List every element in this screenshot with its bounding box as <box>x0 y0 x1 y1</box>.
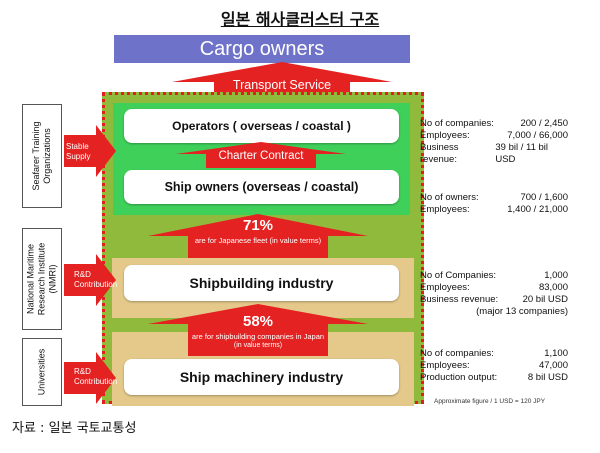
transport-service-arrow <box>172 62 392 98</box>
shipbuilding-share-arrow <box>148 304 368 356</box>
nmri-rd-label: R&D Contribution <box>74 270 118 289</box>
nmri-box: National Maritime Research Institute (NM… <box>22 228 62 330</box>
transport-service-label: Transport Service <box>232 78 332 92</box>
operators-stats: No of companies:200 / 2,450 Employees:7,… <box>420 118 568 165</box>
pct71-value: 71% <box>242 217 274 234</box>
owners-stats: No of owners:700 / 1,600 Employees:1,400… <box>420 192 568 215</box>
cargo-owners-box: Cargo owners <box>114 35 410 63</box>
shipbuilding-industry-box: Shipbuilding industry <box>124 265 399 301</box>
nmri-rd-arrow <box>64 254 116 306</box>
operators-box: Operators ( overseas / coastal ) <box>124 109 399 143</box>
stable-supply-arrow <box>64 125 116 177</box>
shipbuilding-note: (major 13 companies) <box>476 306 568 317</box>
page-title: 일본 해사클러스터 구조 <box>220 10 380 29</box>
japanese-fleet-arrow <box>148 214 368 258</box>
machinery-stats: No of companies:1,100 Employees:47,000 P… <box>420 348 568 383</box>
charter-contract-label: Charter Contract <box>218 150 304 162</box>
shipbuilding-stats: No of Companies:1,000 Employees:83,000 B… <box>420 270 568 317</box>
seafarer-training-box: Seafarer Training Organizations <box>22 104 62 208</box>
nmri-label: National Maritime Research Institute (NM… <box>25 242 58 316</box>
pct58-value: 58% <box>242 313 274 330</box>
pct58-note: are for shipbuilding companies in Japan <box>191 332 325 341</box>
source-caption: 자료 : 일본 국토교통성 <box>12 421 137 436</box>
ship-owners-box: Ship owners (overseas / coastal) <box>124 170 399 204</box>
exchange-rate-note: Approximate figure / 1 USD = 120 JPY <box>434 398 546 405</box>
universities-box: Universities <box>22 338 62 406</box>
pct71-note: are for Japanese fleet (in value terms) <box>194 236 322 245</box>
universities-label: Universities <box>36 348 47 396</box>
pct58-sub: (in value terms) <box>233 342 283 349</box>
ship-machinery-box: Ship machinery industry <box>124 359 399 395</box>
universities-rd-label: R&D Contribution <box>74 367 118 386</box>
seafarer-training-label: Seafarer Training Organizations <box>31 121 52 191</box>
stable-supply-label: Stable Supply <box>66 142 91 161</box>
charter-contract-arrow <box>176 142 346 168</box>
universities-rd-arrow <box>64 352 116 404</box>
